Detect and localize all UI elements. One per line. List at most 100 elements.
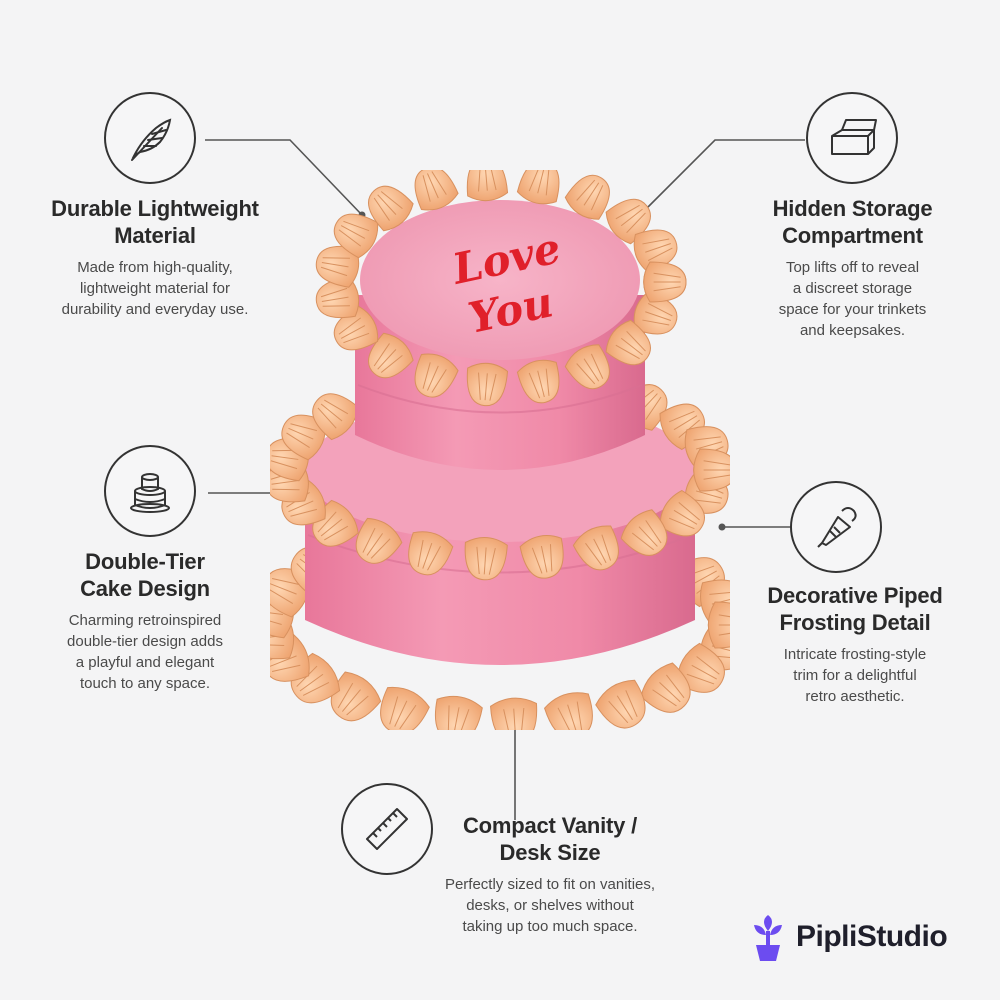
top-shells-shell-ridge bbox=[545, 170, 550, 196]
base-shells-shell-ridge bbox=[576, 701, 583, 730]
base-shells-shell-ridge bbox=[696, 656, 720, 675]
mid-shells-shell-ridge bbox=[645, 520, 662, 544]
top-shells-shell-ridge bbox=[422, 175, 431, 202]
top-shells-shell-ridge bbox=[653, 272, 681, 278]
base-shells-shell-ridge bbox=[503, 709, 511, 730]
mid-shells-shell-ridge bbox=[317, 511, 337, 533]
base-shells-shell-ridge bbox=[270, 644, 285, 647]
mid-shells-shell-ridge bbox=[549, 544, 553, 572]
tier-title-1: Double-Tier bbox=[85, 549, 205, 574]
top-shells-shell-ridge bbox=[320, 287, 348, 298]
mid-shells-shell-ridge bbox=[286, 432, 310, 448]
mid-shells-shell-ridge bbox=[488, 547, 496, 575]
top-shells-shell-ridge bbox=[422, 362, 431, 389]
brand-name-2: Studio bbox=[856, 920, 948, 953]
piping-bag-icon bbox=[817, 507, 857, 548]
material-icon-circle bbox=[104, 92, 196, 184]
base-shells-shell-ridge bbox=[718, 630, 730, 636]
base-shells-shell-ridge bbox=[652, 689, 677, 707]
base-shells-shell-ridge bbox=[389, 696, 399, 725]
base-shells-shell-ridge bbox=[458, 709, 470, 730]
mid-shells-shell-ridge bbox=[476, 546, 480, 575]
base-shells-shell-ridge bbox=[270, 588, 294, 604]
base-shells-shell bbox=[543, 692, 593, 730]
tier-icon-circle bbox=[104, 445, 196, 537]
mid-shells-shell-ridge bbox=[290, 423, 318, 432]
mid-shells-shell-ridge bbox=[270, 460, 298, 470]
base-shells-shell bbox=[434, 695, 483, 730]
top-shells-shell-ridge bbox=[576, 179, 596, 201]
top-shells-shell-ridge bbox=[340, 225, 366, 239]
top-shells-shell-ridge bbox=[380, 354, 403, 373]
top-shells-shell-ridge bbox=[484, 373, 488, 401]
top-shells-shell-ridge bbox=[528, 372, 541, 399]
mid-shells-shell-ridge bbox=[695, 441, 723, 450]
mid-shells-shell-ridge bbox=[320, 518, 343, 537]
size-desc-1: Perfectly sized to fit on vanities, bbox=[444, 876, 656, 893]
material-title-1: Durable Lightweight bbox=[51, 196, 259, 221]
mid-shells-shell-ridge bbox=[427, 545, 441, 571]
top-shells-shell-ridge bbox=[647, 247, 673, 262]
top-shells-shell-ridge bbox=[322, 257, 350, 259]
top-shells-shell-ridge bbox=[321, 261, 349, 268]
mid-shells-shell-ridge bbox=[370, 538, 391, 559]
mid-shells-shell-ridge bbox=[288, 500, 314, 513]
base-shells-shell bbox=[595, 679, 646, 729]
storage-title-1: Hidden Storage bbox=[772, 196, 933, 221]
mid-shells-shell-ridge bbox=[290, 508, 318, 517]
top-shells-shell bbox=[466, 170, 509, 202]
tier-desc-3: a playful and elegant bbox=[75, 654, 215, 671]
base-shells-shell bbox=[676, 642, 725, 693]
base-shells-shell-ridge bbox=[399, 704, 417, 730]
mid-shells-shell-ridge bbox=[324, 525, 349, 541]
box-icon bbox=[831, 119, 877, 155]
top-shells-shell-ridge bbox=[620, 337, 643, 356]
mid-shells-shell-ridge bbox=[693, 499, 721, 504]
base-shells-shell-ridge bbox=[616, 695, 633, 721]
top-shells-shell-ridge bbox=[377, 349, 397, 370]
material-desc-2: lightweight material for bbox=[79, 280, 231, 297]
base-shells-shell-ridge bbox=[625, 690, 638, 718]
base-shells-shell-ridge bbox=[686, 673, 715, 685]
tier-desc-1: Charming retroinspired bbox=[68, 612, 222, 629]
top-shells-shell-ridge bbox=[615, 344, 640, 360]
base-shells-shell-ridge bbox=[271, 664, 301, 672]
top-shells-shell-ridge bbox=[373, 197, 390, 221]
size-desc-3: taking up too much space. bbox=[462, 918, 638, 935]
top-shells-shell-ridge bbox=[626, 330, 646, 352]
frosting-title-1: Decorative Piped bbox=[767, 583, 943, 608]
mid-shells-shell-ridge bbox=[703, 460, 730, 466]
top-shells-shell-ridge bbox=[343, 332, 370, 344]
tier-desc-2: double-tier design adds bbox=[67, 633, 223, 650]
mid-shells-shell bbox=[519, 535, 564, 579]
base-shells-shell-ridge bbox=[270, 615, 282, 626]
base-shells-shell-ridge bbox=[691, 664, 717, 680]
tier-desc-4: touch to any space. bbox=[79, 675, 211, 692]
top-shells-shell bbox=[315, 245, 360, 288]
base-shells-shell bbox=[490, 697, 538, 730]
mid-shells-shell-ridge bbox=[324, 399, 349, 415]
top-shells-shell-ridge bbox=[489, 170, 497, 191]
top-shells-shell-ridge bbox=[484, 170, 488, 191]
top-shells-shell-ridge bbox=[653, 286, 681, 292]
base-shells-shell bbox=[380, 686, 430, 730]
storage-desc-2: a discreet storage bbox=[792, 280, 913, 297]
mid-shells-shell-ridge bbox=[673, 415, 698, 431]
top-shells-shell-ridge bbox=[645, 243, 671, 253]
base-shells-shell-ridge bbox=[299, 673, 324, 692]
top-shells-shell bbox=[564, 344, 610, 390]
mid-shells-shell-ridge bbox=[271, 480, 299, 485]
top-shells-shell-ridge bbox=[426, 173, 439, 199]
top-shells-shell-ridge bbox=[478, 372, 481, 400]
mid-shells-shell-ridge bbox=[585, 542, 603, 566]
mid-shells-shell-ridge bbox=[271, 455, 299, 460]
mid-shells-shell-ridge bbox=[320, 403, 343, 422]
mid-shells-shell bbox=[572, 525, 619, 571]
size-desc-2: desks, or shelves without bbox=[466, 897, 634, 914]
base-shells-shell-ridge bbox=[270, 583, 297, 595]
top-shells-shell-ridge bbox=[322, 305, 350, 307]
base-shells-shell-ridge bbox=[302, 681, 330, 696]
base-shells-shell-ridge bbox=[394, 700, 408, 727]
